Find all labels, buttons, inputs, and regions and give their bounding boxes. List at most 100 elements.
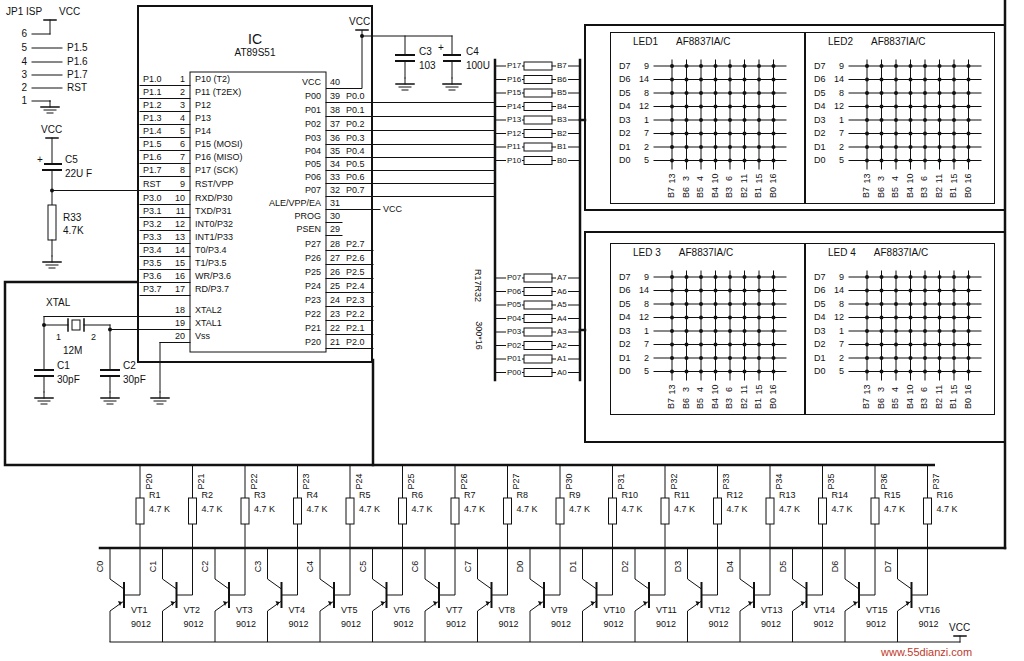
wire xyxy=(50,101,51,107)
row-label: D1 xyxy=(618,143,632,152)
part-value: 9012 xyxy=(393,620,415,629)
pin-number: 8 xyxy=(643,300,650,309)
signal-label: P1.2 xyxy=(142,101,163,110)
led-dot xyxy=(772,275,776,279)
led-dot xyxy=(743,132,747,136)
signal-label: P3.5 xyxy=(142,259,163,268)
pin-number: 13 xyxy=(667,383,676,395)
transistor-symbol xyxy=(696,601,700,606)
row-label: D6 xyxy=(813,75,827,84)
led-dot xyxy=(909,275,913,279)
transistor-symbol xyxy=(333,583,335,607)
led-dot xyxy=(938,91,942,95)
pin-number: 19 xyxy=(174,319,186,328)
signal-label: P0.4 xyxy=(345,147,366,156)
led-dot xyxy=(685,275,689,279)
pin-number: 5 xyxy=(838,156,845,165)
led-dot xyxy=(757,91,761,95)
led-dot xyxy=(865,302,869,306)
signal-label: P3.1 xyxy=(142,207,163,216)
wire xyxy=(110,325,111,370)
column-label: B7 xyxy=(862,396,871,409)
led-dot xyxy=(670,118,674,122)
signal-label: P2.7 xyxy=(345,240,366,249)
led-dot xyxy=(685,105,689,109)
resistor-symbol xyxy=(524,274,552,282)
led-dot xyxy=(757,329,761,333)
transistor-symbol xyxy=(688,601,702,642)
led-dot xyxy=(880,64,884,68)
led-dot xyxy=(894,275,898,279)
part-name: VT5 xyxy=(340,606,359,615)
ground-symbol xyxy=(41,106,59,108)
wire xyxy=(44,376,45,392)
ground-symbol xyxy=(446,87,458,88)
signal-label: P14 xyxy=(506,103,522,111)
resistor-symbol xyxy=(189,498,197,524)
pin-number: 16 xyxy=(964,383,973,395)
pin-number: 4 xyxy=(891,385,900,392)
part-value: 4.7 K xyxy=(726,505,749,514)
wire xyxy=(649,524,665,595)
part-value: 4.7 K xyxy=(778,505,801,514)
led-dot xyxy=(743,343,747,347)
part-value: 9012 xyxy=(498,620,520,629)
led-dot xyxy=(909,289,913,293)
wire xyxy=(326,196,495,197)
ground-symbol xyxy=(151,397,169,399)
wire xyxy=(773,60,774,169)
wire xyxy=(140,137,190,138)
wire xyxy=(140,269,190,270)
pin-name: P03 xyxy=(304,134,322,143)
pin-number: 8 xyxy=(179,166,186,175)
pin-number: 13 xyxy=(862,383,871,395)
part-name: VT8 xyxy=(498,606,517,615)
transistor-symbol xyxy=(425,601,439,642)
capacitor-symbol xyxy=(101,369,119,371)
wire xyxy=(124,524,140,595)
wire xyxy=(927,465,928,498)
power-label: VCC xyxy=(58,7,81,17)
resistor-symbol xyxy=(346,498,354,524)
led-dot xyxy=(743,302,747,306)
part-name: R7 xyxy=(463,491,477,500)
wire xyxy=(326,130,495,131)
signal-label: C5 xyxy=(359,559,368,573)
signal-label: P02 xyxy=(506,342,522,350)
wire xyxy=(452,36,453,55)
pin-name: T0/P3.4 xyxy=(194,246,228,255)
transistor-symbol xyxy=(740,548,754,589)
signal-label: P1.7 xyxy=(66,70,89,80)
ground-symbol xyxy=(402,90,408,91)
led-dot xyxy=(938,64,942,68)
bus-line xyxy=(494,60,497,380)
capacitor-symbol xyxy=(43,163,61,165)
pin-number: 9 xyxy=(643,273,650,282)
part-name: R4 xyxy=(306,491,320,500)
pin-number: 11 xyxy=(935,172,944,183)
transistor-symbol xyxy=(906,601,910,606)
led-dot xyxy=(923,302,927,306)
pin-number: 29 xyxy=(329,225,341,234)
part-value: 103 xyxy=(418,61,437,71)
led-dot xyxy=(909,91,913,95)
ground-symbol xyxy=(154,401,166,402)
row-label: D3 xyxy=(618,116,632,125)
wire xyxy=(686,60,687,169)
part-name: VT9 xyxy=(550,606,569,615)
pin-number: 3 xyxy=(682,174,691,181)
led-dot xyxy=(952,370,956,374)
led-dot xyxy=(938,289,942,293)
pin-number: 1 xyxy=(643,116,650,125)
row-label: D2 xyxy=(813,129,827,138)
led-dot xyxy=(952,132,956,136)
led-dot xyxy=(728,356,732,360)
led-dot xyxy=(772,145,776,149)
signal-label: P3.4 xyxy=(142,246,163,255)
wire xyxy=(140,85,190,86)
signal-label: A1 xyxy=(556,355,568,363)
led-dot xyxy=(728,91,732,95)
led-dot xyxy=(772,91,776,95)
pin-name: P11 (T2EX) xyxy=(194,88,242,97)
part-name: VT1 xyxy=(130,606,149,615)
